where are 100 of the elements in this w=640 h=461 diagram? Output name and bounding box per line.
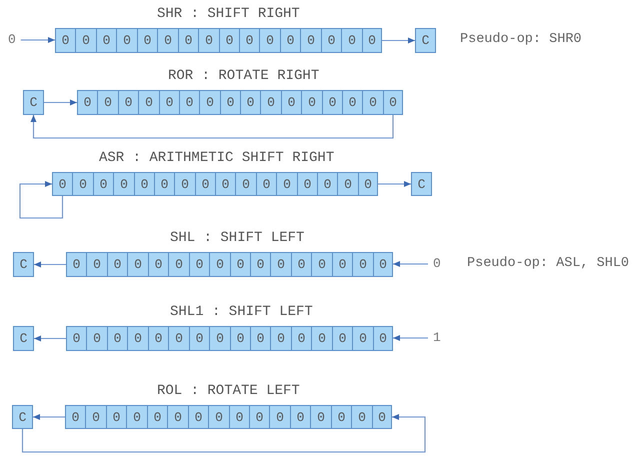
bit-cell: 0: [85, 405, 107, 429]
arrow: [20, 37, 55, 43]
bit-cell: 0: [189, 252, 210, 277]
bit-cell: 0: [220, 90, 241, 115]
arrow: [33, 414, 65, 420]
bit-cell: 0: [138, 90, 160, 115]
bit-cell: 0: [383, 90, 403, 115]
bit-cell: 0: [127, 252, 149, 277]
bit-cell: 0: [72, 172, 94, 196]
bit-cell: 0: [148, 326, 169, 351]
bit-cell: 0: [106, 405, 127, 429]
arrow: [34, 336, 66, 342]
pseudo-op-note: Pseudo-op: ASL, SHL0: [467, 256, 630, 272]
register-title: ROL : ROTATE LEFT: [157, 383, 300, 399]
bit-cell: 0: [230, 326, 251, 351]
bit-cell: 0: [300, 28, 322, 53]
bit-cell: 0: [297, 172, 318, 196]
bit-cell: 0: [55, 28, 76, 53]
carry-box: C: [12, 405, 33, 429]
bit-cell: 0: [86, 326, 108, 351]
bit-cell: 0: [358, 172, 378, 196]
bit-cell: 0: [259, 28, 281, 53]
bit-cell: 0: [291, 326, 312, 351]
register-title: ROR : ROTATE RIGHT: [168, 68, 320, 84]
bit-cell: 0: [260, 90, 282, 115]
bit-cell: 0: [332, 326, 353, 351]
input-bit-value: 0: [433, 256, 441, 272]
arrow: [34, 262, 66, 268]
bit-cell: 0: [66, 252, 87, 277]
bit-cell: 0: [352, 252, 374, 277]
bit-cell: 0: [230, 252, 251, 277]
bit-cell: 0: [179, 90, 200, 115]
bit-cell: 0: [107, 326, 128, 351]
bit-cell: 0: [189, 326, 210, 351]
bit-cell: 0: [168, 252, 190, 277]
loop-arrow: [22, 414, 426, 453]
carry-box: C: [411, 172, 432, 196]
register-title: ASR : ARITHMETIC SHIFT RIGHT: [99, 150, 334, 166]
bit-cell: 0: [215, 172, 236, 196]
loop-arrow: [19, 181, 64, 219]
carry-box: C: [13, 252, 34, 277]
bit-cell: 0: [77, 90, 98, 115]
input-bit-value: 0: [8, 32, 16, 48]
bit-cell: 0: [86, 252, 108, 277]
bit-cell: 0: [147, 405, 168, 429]
bit-cell: 0: [337, 172, 359, 196]
bit-cell: 0: [195, 172, 216, 196]
bit-cell: 0: [351, 405, 373, 429]
bit-cell: 0: [250, 326, 271, 351]
bit-cell: 0: [311, 252, 333, 277]
bit-cell: 0: [107, 252, 128, 277]
bit-cell: 0: [281, 90, 302, 115]
bit-cell: 0: [229, 405, 250, 429]
register-title: SHR : SHIFT RIGHT: [157, 6, 300, 22]
bit-cell: 0: [65, 405, 86, 429]
arrow: [393, 335, 428, 341]
bit-cell: 0: [219, 28, 240, 53]
bit-cell: 0: [291, 252, 312, 277]
bit-cell: 0: [342, 90, 363, 115]
bit-cell: 0: [167, 405, 189, 429]
bit-cell: 0: [373, 326, 393, 351]
bit-cell: 0: [209, 326, 231, 351]
bit-cell: 0: [280, 28, 301, 53]
bit-cell: 0: [154, 172, 175, 196]
bit-cell: 0: [134, 172, 155, 196]
register-title: SHL1 : SHIFT LEFT: [170, 304, 313, 320]
register-title: SHL : SHIFT LEFT: [170, 230, 304, 246]
bit-cell: 0: [372, 405, 392, 429]
arrow: [378, 181, 411, 187]
bit-cell: 0: [97, 90, 119, 115]
bit-cell: 0: [249, 405, 270, 429]
bit-cell: 0: [137, 28, 158, 53]
bit-cell: 0: [310, 405, 332, 429]
bit-cell: 0: [208, 405, 230, 429]
bit-cell: 0: [317, 172, 338, 196]
bit-cell: 0: [269, 405, 291, 429]
bit-cell: 0: [321, 28, 342, 53]
bit-cell: 0: [118, 90, 139, 115]
bit-cell: 0: [157, 28, 179, 53]
bit-cell: 0: [148, 252, 169, 277]
bit-cell: 0: [75, 28, 97, 53]
carry-box: C: [23, 90, 44, 115]
bit-cell: 0: [93, 172, 114, 196]
bit-cell: 0: [178, 28, 199, 53]
carry-box: C: [415, 28, 436, 53]
arrow: [382, 38, 415, 44]
bit-cell: 0: [373, 252, 393, 277]
bit-cell: 0: [127, 326, 149, 351]
bit-cell: 0: [66, 326, 87, 351]
bit-cell: 0: [341, 28, 363, 53]
bit-cell: 0: [52, 172, 73, 196]
bit-cell: 0: [113, 172, 135, 196]
bit-cell: 0: [331, 405, 352, 429]
bit-cell: 0: [362, 28, 382, 53]
bit-cell: 0: [322, 90, 343, 115]
bit-cell: 0: [362, 90, 384, 115]
bit-cell: 0: [235, 172, 257, 196]
bit-cell: 0: [240, 90, 261, 115]
carry-box: C: [13, 326, 34, 351]
bit-cell: 0: [250, 252, 271, 277]
